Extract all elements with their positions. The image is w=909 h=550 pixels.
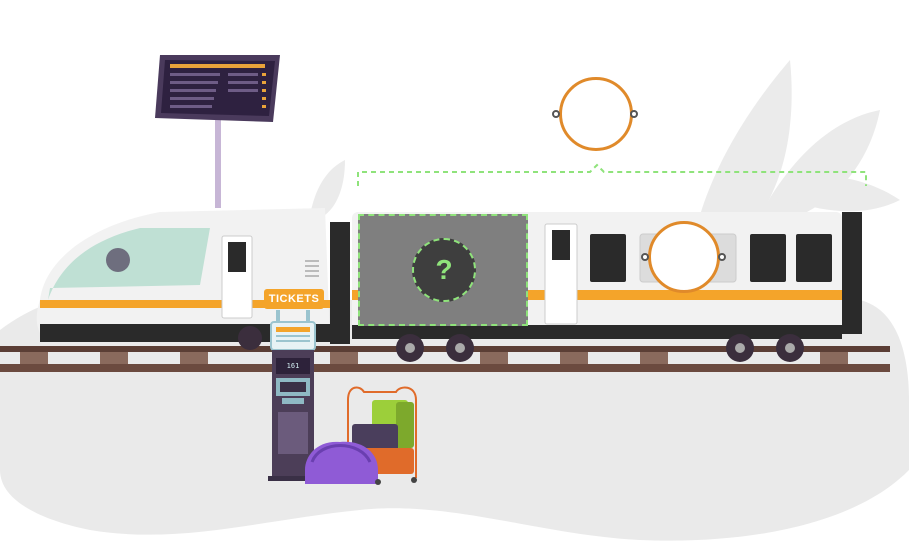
ground-shape	[0, 296, 909, 541]
ring-bolt-right	[630, 110, 638, 118]
ticket-kiosk	[268, 310, 318, 481]
ring-bolt-left	[641, 253, 649, 261]
question-mark-button[interactable]: ?	[412, 238, 476, 302]
ring-bolt-left	[552, 110, 560, 118]
luggage-icon	[305, 386, 417, 485]
railway-track	[0, 346, 890, 372]
driver-icon	[106, 248, 130, 272]
answer-ring-top[interactable]	[559, 77, 633, 151]
tropical-leaf-icon	[310, 60, 900, 220]
kiosk-display-number: 161	[286, 362, 300, 370]
wheels	[238, 326, 804, 362]
locomotive	[36, 208, 350, 344]
answer-ring-window[interactable]	[648, 221, 720, 293]
drop-zone-bracket	[357, 163, 867, 186]
tickets-sign: TICKETS	[264, 289, 324, 309]
departure-board-icon	[155, 55, 280, 208]
ring-bolt-right	[718, 253, 726, 261]
